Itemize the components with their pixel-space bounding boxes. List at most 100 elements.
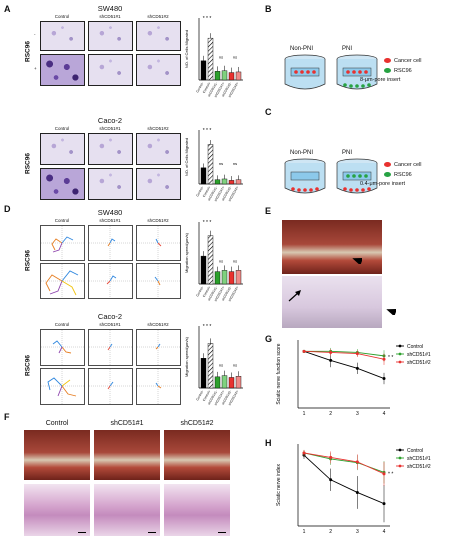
tick-label: Control-	[195, 186, 204, 198]
bar	[200, 358, 207, 389]
bar	[200, 60, 207, 81]
legend-cancer-cell: Cancer cell	[394, 58, 422, 64]
tick-label: shCD51#1+	[213, 185, 225, 202]
legend-c-rsc96: RSC96	[394, 172, 412, 178]
micrograph-sw480-sh1-plus	[88, 54, 133, 86]
data-point	[329, 350, 333, 354]
cancer-cells-left	[294, 70, 316, 74]
arrowhead-icon	[386, 308, 396, 315]
data-point	[302, 349, 306, 353]
tracks-d-sw480	[40, 225, 181, 299]
panel-a-col-sh2: shCD51#2	[147, 14, 169, 19]
panel-a-rsc96-label-top: RSC96	[24, 41, 32, 62]
panel-b-diagram	[284, 54, 378, 90]
series-line	[303, 452, 385, 475]
non-pni-well	[284, 54, 326, 90]
scale-bar	[148, 532, 156, 533]
chart-a-sw480: NO. of Cells MigratedControl-Control+shC…	[184, 16, 243, 98]
micrograph-caco2-sh1-minus	[88, 133, 133, 165]
tick-label: Control+	[202, 285, 212, 298]
tick-label: 4	[383, 529, 386, 535]
panel-d-rsc96-label-top: RSC96	[24, 250, 32, 271]
scale-bar	[218, 532, 226, 533]
micrograph-caco2-sh2-plus	[136, 168, 181, 200]
photo-e-nerve-exposure	[282, 220, 382, 274]
tick-label: shCD51#2+	[227, 185, 239, 202]
tick-label: shCD51#1-	[207, 286, 219, 302]
y-axis-label: Migration speed(μm/s)	[184, 336, 189, 377]
micrograph-caco2-control-minus	[40, 133, 85, 165]
photo-f-control	[24, 430, 90, 480]
legend-marker	[398, 448, 402, 452]
tick-label: Control+	[202, 81, 212, 94]
panel-a-sw480-title: SW480	[97, 4, 123, 13]
bar	[200, 255, 207, 285]
micrograph-caco2-sh1-plus	[88, 168, 133, 200]
bar	[228, 271, 235, 285]
panel-d-caco-col-sh1: shCD51#1	[99, 322, 121, 327]
tick-label: shCD51#2+	[227, 389, 239, 406]
tick-label: Control-	[195, 82, 204, 94]
legend-marker	[398, 352, 402, 356]
data-point	[355, 460, 359, 464]
tick-label: Control-	[195, 390, 204, 402]
panel-c-pni-label: PNI	[342, 150, 353, 156]
panel-a-caco-col-control: Control	[54, 126, 70, 131]
bar	[228, 377, 235, 389]
significance-label: ns	[219, 362, 223, 367]
panel-a-sign-minus: -	[34, 32, 36, 37]
tracks-d-caco2	[40, 329, 181, 405]
significance-label: * * *	[203, 324, 212, 330]
tick-label: 1	[303, 529, 306, 535]
bar	[207, 37, 214, 81]
legend-label: Control	[407, 448, 423, 454]
arrow-icon	[288, 290, 301, 302]
y-axis-label: Sciatic nerve function score	[276, 343, 282, 404]
bar	[214, 271, 221, 285]
photo-f-sh1	[94, 430, 160, 480]
panel-d-sw480-title: SW480	[97, 208, 123, 217]
tick-label: shCD51#1-	[207, 390, 219, 406]
panel-f-col-sh1: shCD51#1	[110, 420, 144, 427]
arrowhead-icon	[352, 257, 362, 264]
panel-c-non-pni-label: Non-PNI	[290, 150, 314, 156]
data-point	[382, 472, 386, 476]
significance-label: ns	[219, 54, 223, 59]
micrograph-caco2-control-plus	[40, 168, 85, 200]
micrograph-sw480-sh1-minus	[88, 21, 133, 51]
micrograph-sw480-control-minus	[40, 21, 85, 51]
panel-b-non-pni-label: Non-PNI	[290, 46, 314, 52]
significance-label: ns	[219, 161, 223, 166]
legend-marker	[398, 456, 402, 460]
panel-a-caco-col-sh1: shCD51#1	[99, 126, 121, 131]
legend-label: shCD51#2	[407, 464, 431, 470]
tick-label: shCD51#1+	[213, 81, 225, 98]
series-line	[304, 350, 385, 357]
panel-a-col-sh1: shCD51#1	[99, 14, 121, 19]
tick-label: Control-	[195, 286, 204, 298]
bar	[221, 270, 228, 285]
significance-label: * * *	[203, 220, 212, 226]
tick-label: 3	[356, 411, 359, 417]
legend-marker	[398, 464, 402, 468]
micrograph-caco2-sh2-minus	[136, 133, 181, 165]
bar	[214, 376, 221, 389]
pni-well	[336, 54, 378, 90]
data-point	[382, 502, 386, 506]
panel-c-diagram	[284, 158, 378, 194]
significance-label: ns	[233, 258, 237, 263]
bar	[235, 71, 242, 81]
series-line	[303, 350, 385, 379]
panel-h-letter: H	[265, 438, 272, 448]
bar	[214, 71, 221, 81]
tick-label: shCD51#2-	[221, 82, 233, 98]
tick-label: 3	[356, 529, 359, 535]
significance-label: * *	[388, 355, 393, 361]
tick-label: shCD51#2-	[221, 186, 233, 202]
panel-f-letter: F	[4, 412, 10, 422]
series-line	[303, 454, 385, 505]
he-stain-sh2	[164, 484, 230, 536]
bar	[221, 70, 228, 81]
scale-bar	[78, 532, 86, 533]
